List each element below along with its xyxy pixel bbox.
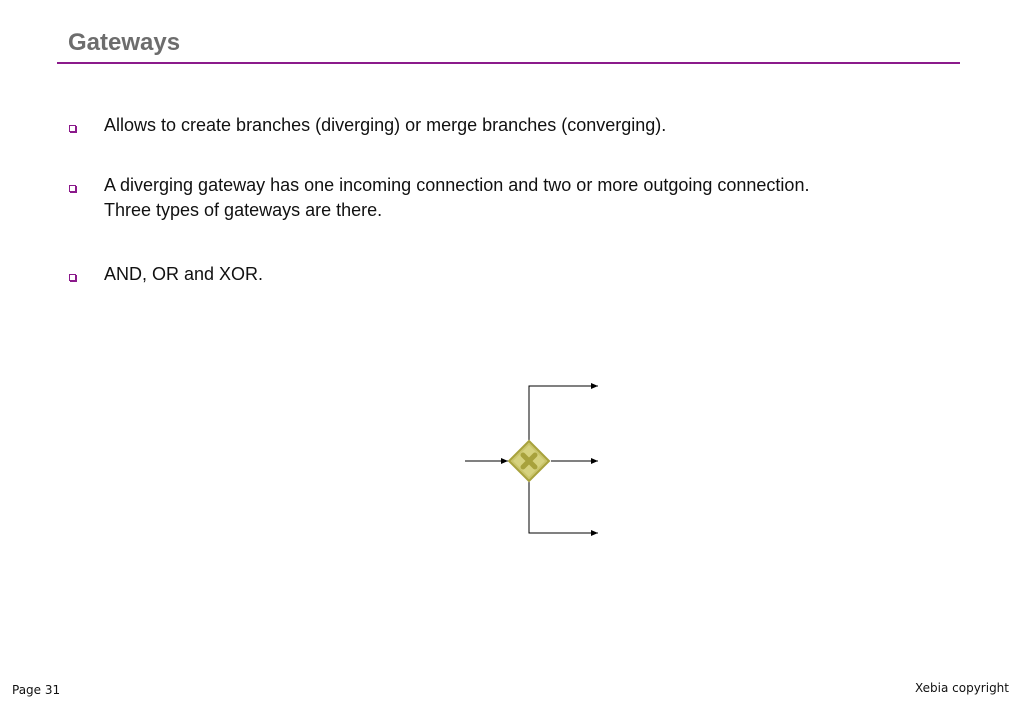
outgoing-arrow-bottom [528, 480, 598, 536]
bullet-item-2: A diverging gateway has one incoming con… [104, 173, 964, 223]
exclusive-gateway-x-icon [507, 439, 551, 483]
bullet-item-1: Allows to create branches (diverging) or… [104, 115, 667, 135]
outgoing-arrow-top [528, 383, 598, 442]
copyright-note: Xebia copyright [914, 681, 1009, 695]
bullet-square-icon [69, 125, 76, 132]
gateway-diagram [465, 383, 598, 536]
slide-title: Gateways [68, 29, 181, 56]
bullet-square-icon [69, 274, 76, 281]
page-number: Page 31 [12, 683, 61, 697]
bullet-item-3: AND, OR and XOR. [104, 264, 264, 284]
bullet-item-2-line-1: A diverging gateway has one incoming con… [104, 175, 810, 195]
bullet-square-icon [69, 185, 76, 192]
bullet-list: Allows to create branches (diverging) or… [0, 0, 1023, 300]
bullet-item-2-line-2: Three types of gateways are there. [104, 200, 383, 220]
title-divider [57, 62, 960, 64]
